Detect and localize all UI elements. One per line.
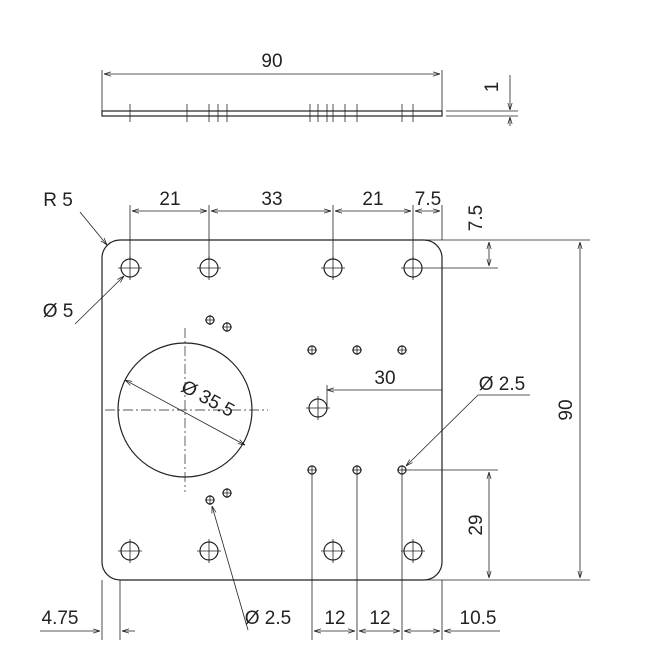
mount-hole-dia-label: Ø 5 — [43, 301, 74, 322]
spacing-33-label: 33 — [261, 189, 282, 210]
spacing-12-right-label: 12 — [369, 608, 390, 629]
thickness-label: 1 — [482, 82, 503, 93]
small-hole-dia-right-label: Ø 2.5 — [479, 374, 525, 395]
right-offset-top-label: 7.5 — [415, 189, 441, 210]
top-width-label: 90 — [261, 51, 282, 72]
spacing-12-left-label: 12 — [324, 608, 345, 629]
small-hole-dia-bottom-label: Ø 2.5 — [245, 608, 291, 629]
spacing-21-left-label: 21 — [159, 189, 180, 210]
front-view — [101, 239, 443, 581]
spacing-21-right-label: 21 — [362, 189, 383, 210]
big-hole-dia-label: Ø 35.5 — [177, 376, 237, 421]
plate-side-profile — [101, 110, 443, 117]
right-offset-bottom-label: 10.5 — [460, 608, 497, 629]
vertical-29-label: 29 — [466, 514, 487, 535]
dimension-lines — [40, 205, 590, 640]
offset-30-label: 30 — [374, 368, 395, 389]
top-view: 90 1 — [101, 51, 518, 126]
mount-holes — [120, 258, 423, 561]
left-offset-label: 4.75 — [42, 608, 79, 629]
overall-height-label: 90 — [556, 399, 577, 420]
corner-radius-label: R 5 — [43, 190, 73, 211]
top-offset-label: 7.5 — [466, 205, 487, 231]
plate-outline — [101, 239, 443, 581]
